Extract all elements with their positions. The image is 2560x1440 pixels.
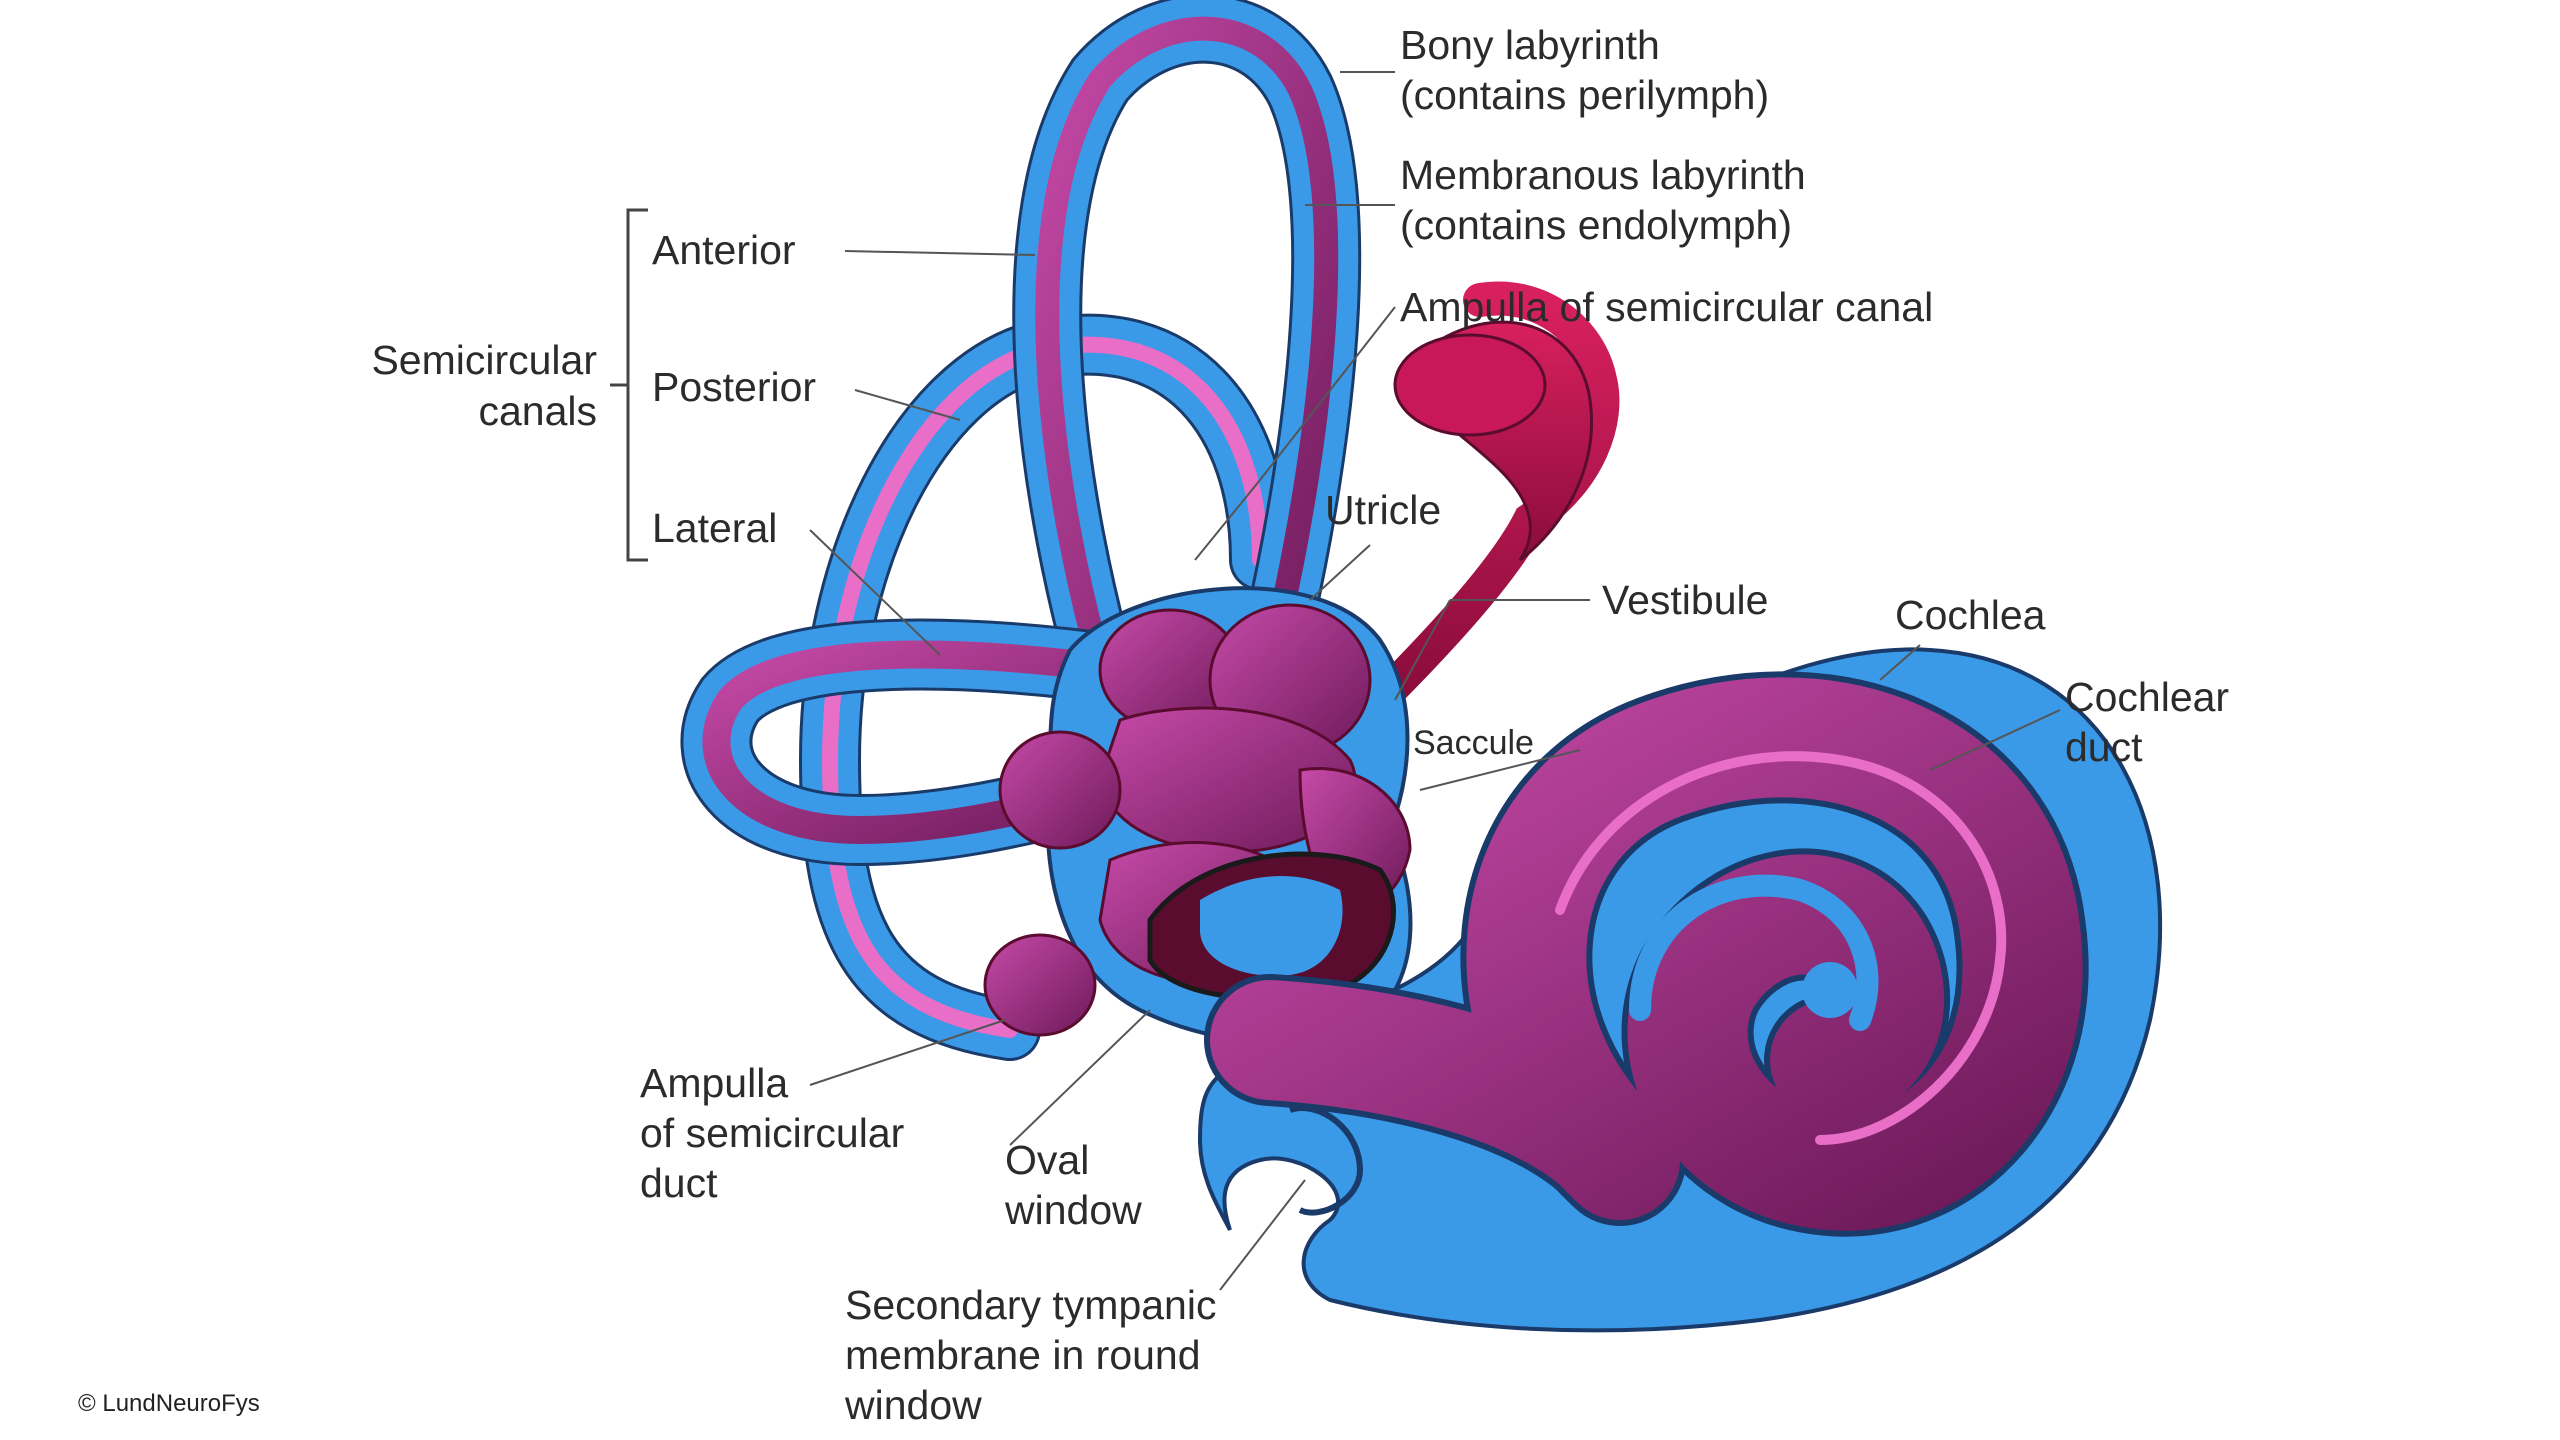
label-semicircular: Semicircular: [371, 337, 597, 383]
posterior-canal: [798, 313, 1291, 1061]
label-lateral: Lateral: [652, 505, 778, 551]
label-membranous-labyrinth-note: (contains endolymph): [1400, 202, 1792, 248]
label-cochlea: Cochlea: [1895, 592, 2046, 638]
label-ampulla-duct-3: duct: [640, 1160, 718, 1206]
leader-lines: [809, 71, 2061, 1291]
label-window: window: [1005, 1187, 1142, 1233]
label-secondary-2: membrane in round: [845, 1332, 1201, 1378]
cochlear-duct: [1204, 671, 2089, 1237]
label-posterior: Posterior: [652, 364, 817, 410]
oval-window: [1147, 851, 1396, 1002]
lateral-canal: [680, 618, 1156, 867]
label-bony-labyrinth: Bony labyrinth: [1400, 22, 1660, 68]
label-vestibule: Vestibule: [1602, 577, 1769, 623]
label-canals: canals: [478, 388, 597, 434]
label-bony-labyrinth-note: (contains perilymph): [1400, 72, 1770, 118]
anterior-canal: [1012, 0, 1362, 735]
endolymphatic-sac: [1363, 281, 1620, 717]
copyright-notice: © LundNeuroFys: [78, 1390, 260, 1417]
semicircular-bracket: [610, 208, 648, 562]
label-duct: duct: [2065, 724, 2143, 770]
label-membranous-labyrinth: Membranous labyrinth: [1400, 152, 1806, 198]
label-oval: Oval: [1005, 1137, 1090, 1183]
label-ampulla-duct-2: of semicircular: [640, 1110, 905, 1156]
label-utricle: Utricle: [1325, 487, 1442, 533]
round-window: [1289, 1105, 1364, 1216]
label-secondary-3: window: [845, 1382, 982, 1428]
label-secondary-1: Secondary tympanic: [845, 1282, 1217, 1328]
label-cochlear: Cochlear: [2065, 674, 2230, 720]
label-anterior: Anterior: [652, 227, 796, 273]
label-saccule: Saccule: [1413, 724, 1534, 762]
label-ampulla-duct-1: Ampulla: [640, 1060, 789, 1106]
label-ampulla-canal: Ampulla of semicircular canal: [1400, 284, 1934, 330]
